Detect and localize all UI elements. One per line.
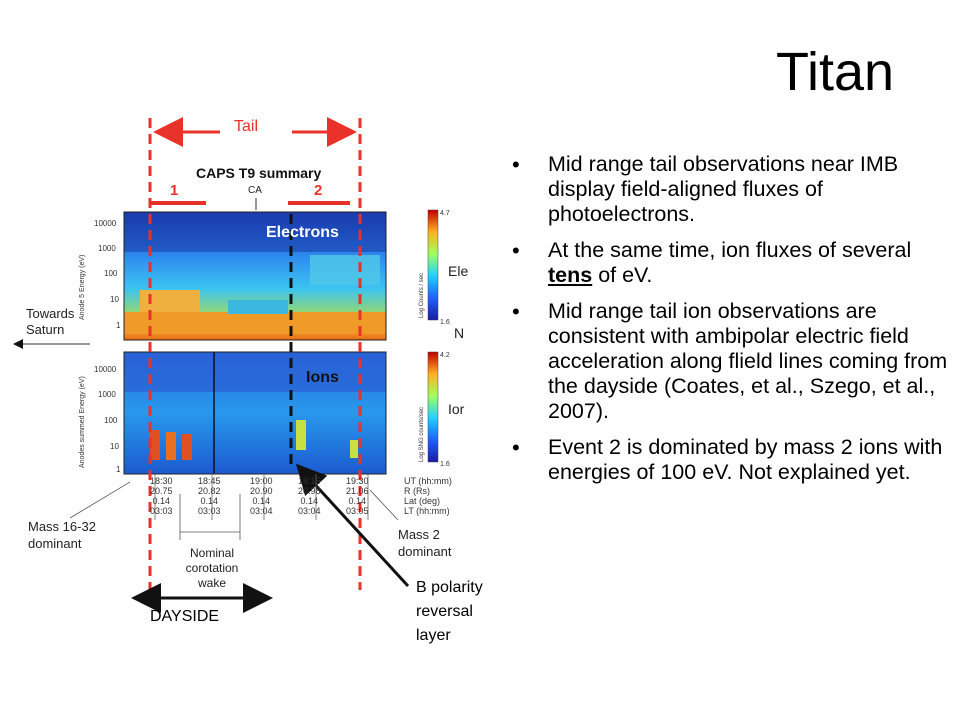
tc3-ut: 19:00 <box>250 476 273 486</box>
i-tick-1000: 1000 <box>98 390 116 399</box>
bullet-2-before: At the same time, ion fluxes of several <box>548 238 912 262</box>
b-polarity-line-1: B polarity <box>416 579 483 596</box>
panel-side-ior: Ior <box>448 401 465 417</box>
bullet-2-after: of eV. <box>592 263 653 287</box>
bullet-list: Mid range tail observations near IMB dis… <box>512 152 952 496</box>
tc1-lat: 0.14 <box>152 496 171 506</box>
b-polarity-line-3: layer <box>416 627 451 644</box>
row-label-lt: LT (hh:mm) <box>404 506 450 516</box>
ca-label: CA <box>248 185 262 196</box>
tc4-ut: 19:15 <box>298 476 321 486</box>
towards-saturn-line-1: Towards <box>26 306 75 321</box>
tc2-ut: 18:45 <box>198 476 221 486</box>
tc5-lat: 0.14 <box>348 496 367 506</box>
time-axis-ticks <box>154 474 369 520</box>
dayside-label: DAYSIDE <box>150 608 220 625</box>
e-colorbar-min: 1.6 <box>440 319 450 326</box>
e-tick-1: 1 <box>116 321 121 330</box>
annotation-pointers <box>69 481 399 540</box>
row-label-lat: Lat (deg) <box>404 496 441 506</box>
event-2-label: 2 <box>314 182 323 199</box>
ions-y-ticks: 10000 1000 100 10 1 <box>94 365 121 474</box>
mass-16-32-line-2: dominant <box>28 536 82 551</box>
mass-2-label: Mass 2 dominant <box>398 526 451 560</box>
e-tick-100: 100 <box>104 269 118 278</box>
i-colorbar-label: Log SNG counts/sec <box>419 407 425 462</box>
tc3-r: 20.90 <box>250 486 273 496</box>
tc1-ut: 18:30 <box>150 476 173 486</box>
caps-summary-title: CAPS T9 summary <box>196 165 322 181</box>
i-tick-10000: 10000 <box>94 365 117 374</box>
panel-side-n: N <box>454 325 464 341</box>
panel-side-ele: Ele <box>448 263 468 279</box>
i-tick-10: 10 <box>110 442 119 451</box>
towards-saturn-label: Towards Saturn <box>26 306 74 338</box>
mass-16-32-line-1: Mass 16-32 <box>28 519 96 534</box>
tc3-lat: 0.14 <box>252 496 271 506</box>
e-tick-10: 10 <box>110 295 119 304</box>
ions-y-axis-label: Anodes summed Energy (eV) <box>79 376 86 468</box>
nominal-wake-line-1: Nominal <box>189 546 234 560</box>
mass-2-line-2: dominant <box>398 544 452 559</box>
e-tick-1000: 1000 <box>98 244 116 253</box>
slide-title: Titan <box>776 42 895 102</box>
mass-2-line-1: Mass 2 <box>398 527 440 542</box>
tc1-lt: 03:03 <box>150 506 173 516</box>
row-label-ut: UT (hh:mm) <box>404 476 452 486</box>
time-row-labels: UT (hh:mm)R (Rs)Lat (deg)LT (hh:mm) <box>404 476 452 516</box>
tc3-lt: 03:04 <box>250 506 273 516</box>
tc5-ut: 19:30 <box>346 476 369 486</box>
ions-spectrogram <box>123 351 387 475</box>
mass-16-32-label: Mass 16-32 dominant <box>28 518 96 552</box>
nominal-wake-line-2: corotation <box>185 561 239 575</box>
e-colorbar-max: 4.7 <box>440 210 450 217</box>
tc2-lat: 0.14 <box>200 496 219 506</box>
i-colorbar-min: 1.6 <box>440 461 450 468</box>
tc1-r: 20.75 <box>150 486 173 496</box>
tc5-lt: 03:05 <box>346 506 369 516</box>
tc4-lt: 03:04 <box>298 506 321 516</box>
e-colorbar-label: Log Counts / sec <box>419 273 425 318</box>
i-colorbar-max: 4.2 <box>440 352 450 359</box>
tc2-lt: 03:03 <box>198 506 221 516</box>
ions-colorbar <box>427 351 439 463</box>
row-label-r: R (Rs) <box>404 486 430 496</box>
electrons-spectrogram <box>123 211 387 341</box>
bullet-4: Event 2 is dominated by mass 2 ions with… <box>512 435 952 485</box>
tc5-r: 21.06 <box>346 486 369 496</box>
electrons-y-ticks: 10000 1000 100 10 1 <box>94 219 121 330</box>
nominal-wake-label: Nominal corotation wake <box>180 546 244 591</box>
nominal-wake-line-3: wake <box>197 576 226 590</box>
i-tick-1: 1 <box>116 465 121 474</box>
tc2-r: 20.82 <box>198 486 221 496</box>
bullet-1: Mid range tail observations near IMB dis… <box>512 152 952 227</box>
event-1-label: 1 <box>170 182 179 199</box>
e-tick-10000: 10000 <box>94 219 117 228</box>
electrons-colorbar <box>427 209 439 321</box>
b-polarity-line-2: reversal <box>416 603 473 620</box>
tc4-lat: 0.14 <box>300 496 319 506</box>
towards-saturn-line-2: Saturn <box>26 322 65 337</box>
i-tick-100: 100 <box>104 416 118 425</box>
figure-graphics: 10000 1000 100 10 1 10000 1000 100 10 1 … <box>13 117 468 613</box>
electrons-y-axis-label: Anode 5 Energy (eV) <box>79 255 86 320</box>
bullet-2: At the same time, ion fluxes of several … <box>512 238 952 288</box>
b-polarity-label: B polarity reversal layer <box>416 576 483 648</box>
ions-label: Ions <box>306 369 339 386</box>
electrons-label: Electrons <box>266 224 339 241</box>
caps-t9-figure: 10000 1000 100 10 1 10000 1000 100 10 1 … <box>13 117 483 648</box>
bullet-3: Mid range tail ion observations are cons… <box>512 299 952 424</box>
bullet-2-emphasis: tens <box>548 263 593 287</box>
tc4-r: 20.98 <box>298 486 321 496</box>
tail-label: Tail <box>234 118 259 135</box>
